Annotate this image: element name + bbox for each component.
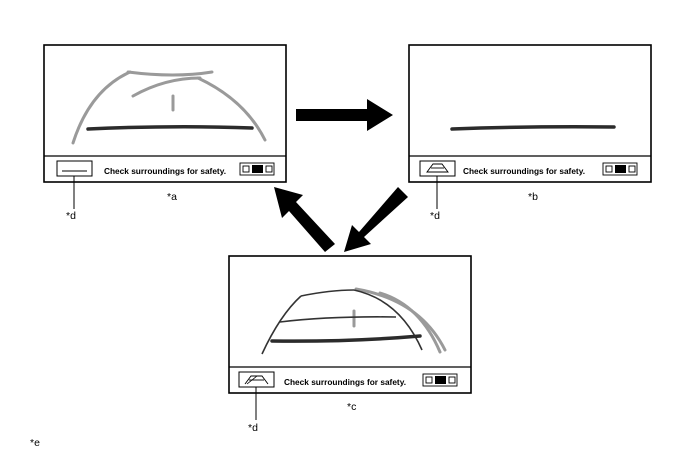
screen-b-frame — [408, 44, 652, 183]
screen-c-guide-lines — [352, 287, 447, 354]
screen-a-distance-guide-line — [86, 124, 254, 131]
screen-b: Check surroundings for safety. *d *b — [408, 44, 652, 222]
screen-b-label: *b — [528, 191, 538, 203]
screen-c-frame — [228, 255, 472, 394]
screen-a-inner-course-line — [131, 76, 202, 98]
screen-a-guide-mode-button — [56, 160, 93, 177]
screen-b-callout-label: *d — [430, 210, 440, 222]
screen-a-right-course-line — [196, 76, 267, 142]
screen-a-top-course-line — [126, 70, 214, 77]
screen-c-top-extension-line — [300, 289, 355, 297]
screen-a-left-course-line — [71, 70, 132, 145]
screen-c-guide-mode-icon — [244, 375, 269, 385]
screen-c-extension-lines — [261, 289, 423, 355]
screen-b-guide-mode-button — [419, 160, 456, 177]
screen-a-label: *a — [167, 191, 177, 203]
screen-b-distance-guide-line — [450, 125, 616, 131]
screen-c-distance-guide-line — [270, 334, 422, 343]
screen-c-outer-course-line-2 — [378, 291, 442, 354]
screen-b-guide-mode-icon — [426, 163, 449, 173]
screen-c-callout-label: *d — [248, 422, 258, 434]
screen-c-mid-extension-line — [279, 316, 397, 323]
screen-c-guide-mode-button — [238, 371, 275, 388]
screen-a-guide-lines — [71, 70, 267, 145]
screen-c-left-extension-line — [261, 295, 302, 355]
screen-c-toggle-icon — [422, 373, 458, 387]
screen-c-right-extension-line — [353, 289, 423, 351]
screen-c-message: Check surroundings for safety. — [284, 377, 406, 387]
arrow-b-to-c — [344, 187, 408, 252]
arrow-a-to-b — [296, 99, 393, 131]
screen-b-message: Check surroundings for safety. — [463, 166, 585, 176]
screen-c: Check surroundings for safety. *d *c — [228, 255, 472, 434]
screen-b-toggle-icon — [602, 162, 638, 176]
screen-a-toggle-icon — [239, 162, 275, 176]
screen-a-callout-label: *d — [66, 210, 76, 222]
screen-a-message: Check surroundings for safety. — [104, 166, 226, 176]
arrow-c-to-a — [274, 187, 335, 252]
screen-c-label: *c — [347, 401, 356, 413]
screen-a: Check surroundings for safety. *d *a — [43, 44, 287, 222]
footnote-label: *e — [30, 437, 40, 449]
